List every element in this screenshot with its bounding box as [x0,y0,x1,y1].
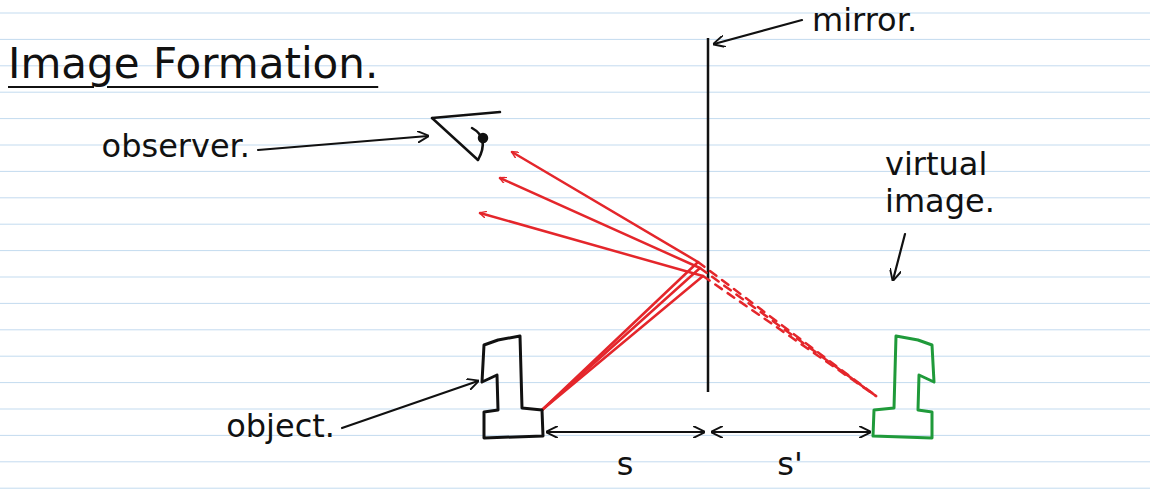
light-rays [480,152,876,410]
leader-arrow [342,381,478,428]
distance-label: s' [777,446,802,483]
image-label: virtual image. [885,146,1015,220]
mirror-line [707,38,710,392]
leader-arrow [714,20,802,44]
virtual-ray [700,268,876,396]
reflected-ray [500,178,700,268]
ruled-line [0,488,1150,489]
eye-pupil [479,134,487,142]
object-label: object. [226,408,335,445]
dimension-arrow [547,431,704,433]
eye-lid [432,112,500,118]
object-figure [482,336,543,438]
ruled-line [0,277,1150,278]
ruled-lines [0,13,1150,488]
reflected-ray [480,213,703,276]
ruled-line [0,435,1150,436]
incident-ray [542,276,703,410]
eye-symbol [432,112,500,160]
image-figure [873,336,934,438]
ruled-line [0,13,1150,14]
distance-label: s [617,446,634,483]
virtual-ray [703,276,876,396]
virtual-ray [698,262,876,396]
ruled-line [0,461,1150,462]
leader-arrow [258,136,428,150]
ruled-line [0,329,1150,330]
ruled-line [0,409,1150,410]
ruled-line [0,92,1150,93]
ruled-line [0,303,1150,304]
ruled-line [0,356,1150,357]
dimension-arrow [712,431,870,433]
observer-label: observer. [102,128,250,165]
reflected-ray [512,152,698,262]
ruled-line [0,250,1150,251]
eye-side [432,118,478,160]
ruled-line [0,118,1150,119]
eye-iris [472,128,483,160]
ruled-line [0,224,1150,225]
title: Image Formation. [8,40,378,88]
leader-arrow [893,234,905,280]
mirror-label: mirror. [812,2,917,39]
